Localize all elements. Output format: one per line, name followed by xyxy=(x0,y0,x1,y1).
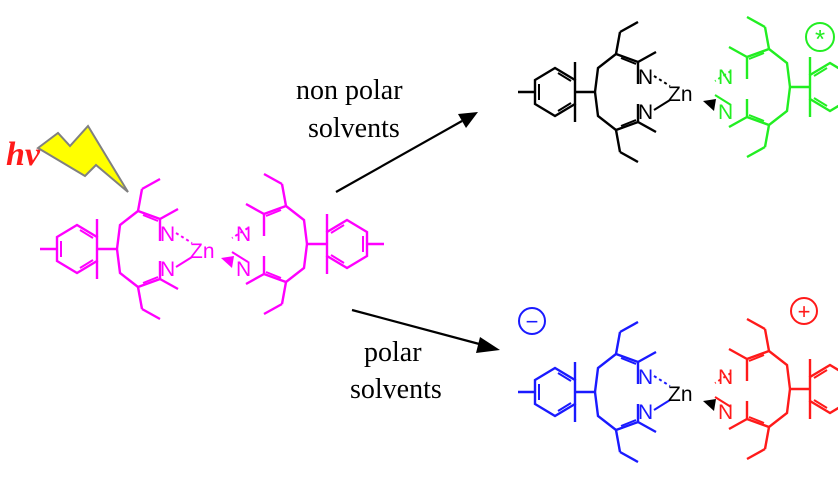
svg-text:−: − xyxy=(526,309,539,334)
excited-n-upper-right: N xyxy=(718,66,733,89)
reactant-complex: N N Zn N N xyxy=(38,172,386,321)
reactant-n-lower-left: N xyxy=(160,258,175,281)
cation-half xyxy=(713,317,838,461)
polar-arrow xyxy=(351,308,500,353)
excited-product-complex: N N Zn N N xyxy=(516,15,838,164)
svg-text:*: * xyxy=(815,24,825,54)
reactant-n-upper-right: N xyxy=(236,223,251,246)
anion-half xyxy=(516,320,672,464)
excited-n-lower-left: N xyxy=(638,101,653,124)
reactant-n-lower-right: N xyxy=(236,258,251,281)
reactant-wedge-bond xyxy=(221,256,234,268)
polar-label-line2: solvents xyxy=(350,374,442,405)
star-circle-icon: * xyxy=(805,22,835,54)
polar-label-line1: polar xyxy=(364,337,422,368)
hv-label: hv xyxy=(6,136,41,173)
excited-zinc: Zn xyxy=(668,83,693,106)
nonpolar-label-line2: solvents xyxy=(308,113,400,144)
ground-state-half xyxy=(516,20,672,164)
excited-n-upper-left: N xyxy=(638,66,653,89)
reactant-zinc: Zn xyxy=(190,240,215,263)
plus-circle-icon: + xyxy=(790,297,818,325)
lightning-bolt-icon xyxy=(36,124,129,193)
minus-circle-icon: − xyxy=(518,307,546,335)
cation-n-lower: N xyxy=(718,401,733,424)
charge-separated-zinc: Zn xyxy=(668,383,693,406)
anion-n-upper: N xyxy=(638,366,653,389)
anion-n-lower: N xyxy=(638,401,653,424)
cation-n-upper: N xyxy=(718,366,733,389)
reactant-left-half xyxy=(38,177,194,321)
svg-text:+: + xyxy=(798,299,811,324)
reactant-right-half xyxy=(230,172,386,316)
nonpolar-arrow xyxy=(335,112,478,193)
charge-separated-wedge-bond xyxy=(703,399,716,411)
excited-wedge-bond xyxy=(703,99,716,111)
excited-n-lower-right: N xyxy=(718,101,733,124)
reactant-n-upper-left: N xyxy=(160,223,175,246)
nonpolar-label-line1: non polar xyxy=(296,75,403,106)
charge-separated-complex: N N Zn N N xyxy=(516,317,838,464)
